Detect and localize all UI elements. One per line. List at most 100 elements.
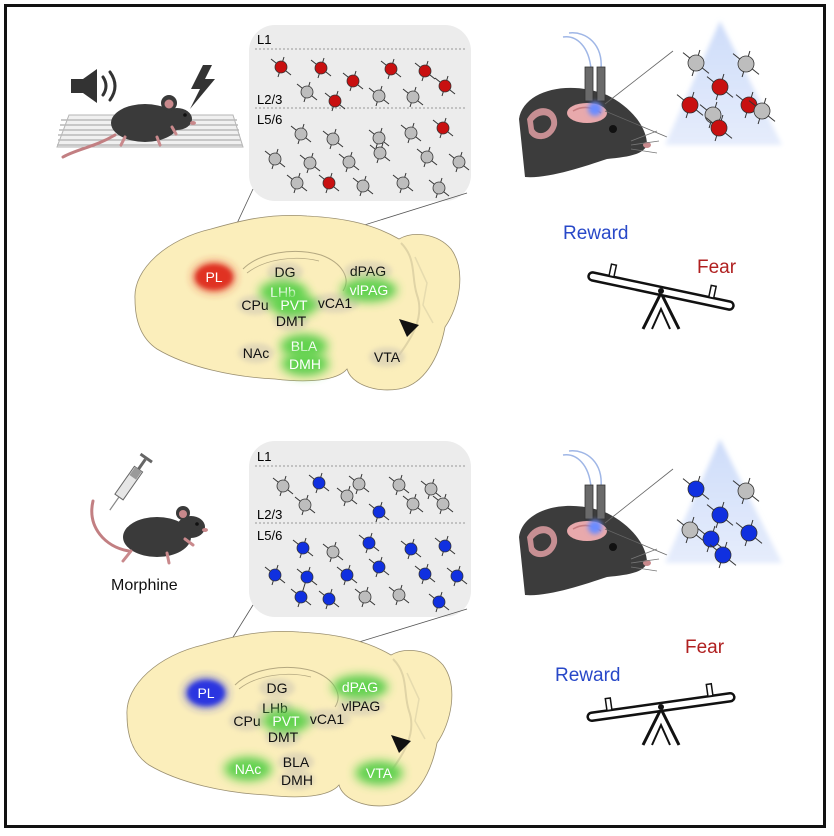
mouse-on-grid: [56, 65, 244, 159]
neuron-active: [318, 172, 340, 194]
neuron-active: [446, 565, 468, 587]
brain-region-pl: PL: [205, 269, 222, 285]
brain-region-dg: DG: [275, 264, 296, 280]
brain-region-pl: PL: [197, 685, 214, 701]
neuron-active: [414, 60, 436, 82]
brain-region-bla: BLA: [291, 338, 318, 354]
neuron-inactive: [286, 172, 308, 194]
neuron-inactive: [448, 151, 470, 173]
neuron-inactive: [402, 493, 424, 515]
neuron-inactive: [392, 172, 414, 194]
layer-label-l1: L1: [257, 449, 271, 464]
neuron-inactive: [354, 586, 376, 608]
neuron-active: [735, 519, 763, 547]
brain-region-nac: NAc: [243, 345, 269, 361]
neuron-active: [434, 75, 456, 97]
neuron-active: [264, 564, 286, 586]
neuron-active: [400, 538, 422, 560]
neuron-inactive: [748, 97, 776, 125]
lightning-icon: [190, 65, 215, 109]
neuron-inactive: [369, 142, 391, 164]
neuron-active: [358, 532, 380, 554]
brain-region-dmt: DMT: [276, 313, 307, 329]
brain-region-nac: NAc: [235, 761, 261, 777]
brain-region-vlpag: vlPAG: [350, 282, 389, 298]
layer-label-l1: L1: [257, 32, 271, 47]
reward-fear-balance: Reward Fear: [555, 637, 736, 746]
neuron-inactive: [402, 86, 424, 108]
brain-region-dmt: DMT: [268, 729, 299, 745]
neuron-active: [296, 566, 318, 588]
speaker-icon: [71, 69, 117, 103]
neuron-active: [414, 563, 436, 585]
neuron-inactive: [682, 49, 710, 77]
neuron-active: [318, 588, 340, 610]
neuron-active: [682, 475, 710, 503]
neuron-inactive: [732, 50, 760, 78]
neuron-active: [292, 537, 314, 559]
layer-label-l56: L5/6: [257, 528, 282, 543]
neuron-inactive: [352, 175, 374, 197]
layer-label-l23: L2/3: [257, 92, 282, 107]
layer-label-l56: L5/6: [257, 112, 282, 127]
neuron-inactive: [400, 122, 422, 144]
neuron-inactive: [338, 151, 360, 173]
neuron-triangle-zoom: [604, 21, 782, 145]
neuron-inactive: [732, 477, 760, 505]
neuron-active: [706, 501, 734, 529]
brain-region-dmh: DMH: [289, 356, 321, 372]
neuron-inactive: [299, 152, 321, 174]
neuron-inactive: [428, 177, 450, 199]
mouse-icon: [90, 499, 208, 565]
brain-region-vlpag: vlPAG: [342, 698, 381, 714]
neuron-active: [270, 56, 292, 78]
neuron-inactive: [420, 478, 442, 500]
brain-region-cpu: CPu: [233, 713, 260, 729]
neuron-active: [336, 564, 358, 586]
brain-region-cpu: CPu: [241, 297, 268, 313]
neuron-active: [706, 73, 734, 101]
stimulus-label: Morphine: [111, 577, 178, 594]
brain-region-dpag: dPAG: [350, 263, 386, 279]
neuron-inactive: [676, 516, 704, 544]
neuron-inactive: [388, 584, 410, 606]
neuron-inactive: [368, 127, 390, 149]
neuron-active: [342, 70, 364, 92]
syringe-icon: [109, 452, 153, 511]
neuron-active: [324, 90, 346, 112]
neuron-inactive: [272, 475, 294, 497]
neuron-active: [709, 541, 737, 569]
brain-region-dpag: dPAG: [342, 679, 378, 695]
brain-region-pvt: PVT: [272, 713, 300, 729]
reward-label: Reward: [563, 223, 628, 244]
brain-region-vta: VTA: [374, 349, 401, 365]
mouse-with-syringe: Morphine: [90, 452, 208, 594]
fear-label: Fear: [697, 257, 737, 278]
fear-label: Fear: [685, 637, 725, 658]
mouse-head-with-fiber: [519, 450, 660, 596]
neuron-inactive: [348, 473, 370, 495]
cortex-layer-box: L1 L2/3 L5/6: [249, 441, 471, 617]
mouse-icon: [61, 95, 196, 159]
neuron-inactive: [416, 146, 438, 168]
brain-region-vca1: vCA1: [310, 711, 344, 727]
neuron-inactive: [322, 128, 344, 150]
neuron-active: [290, 586, 312, 608]
neuron-inactive: [264, 148, 286, 170]
neuron-active: [676, 91, 704, 119]
neuron-inactive: [368, 85, 390, 107]
neuron-active: [432, 117, 454, 139]
neuron-active: [308, 472, 330, 494]
cortex-layer-box: L1 L2/3 L5/6: [249, 25, 471, 201]
brain-region-dmh: DMH: [281, 772, 313, 788]
brain-region-dg: DG: [267, 680, 288, 696]
neuron-inactive: [336, 485, 358, 507]
reward-label: Reward: [555, 665, 620, 686]
